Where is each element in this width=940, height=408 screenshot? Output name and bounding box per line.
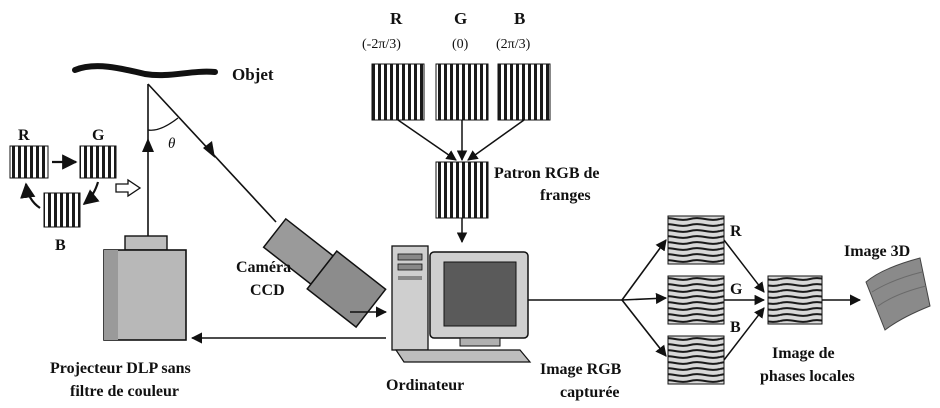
channel-b-label: B [730, 319, 741, 336]
computer-label: Ordinateur [386, 377, 464, 394]
image-3d-label: Image 3D [844, 243, 910, 260]
fringe-b-pattern [497, 63, 551, 121]
cycle-b-fringe [43, 192, 81, 228]
fringe-r-phase: (-2π/3) [362, 37, 401, 52]
fringe-g-phase: (0) [452, 37, 469, 52]
fringe-g-channel: G [454, 9, 467, 28]
projector-label-line2: filtre de couleur [70, 383, 179, 400]
projector-lens [124, 235, 168, 251]
captured-label-line1: Image RGB [540, 361, 622, 378]
channel-g-label: G [730, 281, 743, 298]
beam-down-arrow [203, 141, 215, 158]
arrow-split-b [621, 299, 667, 357]
captured-g-image [667, 275, 725, 325]
phase-label-line2: phases locales [760, 368, 855, 385]
captured-b-image [667, 335, 725, 385]
hollow-arrow-to-projector [115, 178, 142, 198]
arrow-b-to-phase [723, 307, 765, 361]
camera-label-line1: Caméra [236, 259, 291, 276]
arrow-split-g [621, 292, 668, 305]
cycle-g-fringe [79, 145, 117, 179]
fringe-r-pattern [371, 63, 425, 121]
beam-up-arrow [142, 138, 154, 152]
pattern-label-line2: franges [540, 187, 591, 204]
cycle-r-label: R [18, 127, 30, 144]
fringe-g-pattern [435, 63, 489, 121]
cycle-arrow-b-r [20, 182, 41, 209]
fringe-b-phase: (2π/3) [496, 37, 531, 52]
theta-label: θ [168, 136, 176, 152]
image-3d-surface [865, 257, 931, 331]
phase-image [767, 275, 823, 325]
arrow-b-to-composite [467, 119, 525, 161]
captured-r-image [667, 215, 725, 265]
channel-r-label: R [730, 223, 742, 240]
pattern-label-line1: Patron RGB de [494, 165, 599, 182]
projector-shade [104, 250, 118, 340]
arrow-r-to-phase [723, 239, 765, 293]
cycle-b-label: B [55, 237, 66, 254]
cycle-r-fringe [9, 145, 49, 179]
cycle-g-label: G [92, 127, 105, 144]
fringe-b-channel: B [514, 9, 525, 28]
arrow-r-to-composite [397, 119, 457, 161]
projector-label-line1: Projecteur DLP sans [50, 360, 191, 377]
cycle-arrow-g-b [82, 181, 100, 205]
arrow-split-r [621, 239, 667, 301]
object-surface [72, 63, 218, 79]
camera-label-line2: CCD [250, 282, 285, 299]
fringe-r-channel: R [390, 9, 403, 28]
composite-fringe-pattern [435, 161, 489, 219]
theta-arc [147, 117, 179, 131]
object-label: Objet [232, 65, 274, 84]
captured-label-line2: capturée [560, 384, 620, 401]
phase-label-line1: Image de [772, 345, 835, 362]
ccd-camera [262, 217, 387, 329]
computer [391, 245, 532, 363]
